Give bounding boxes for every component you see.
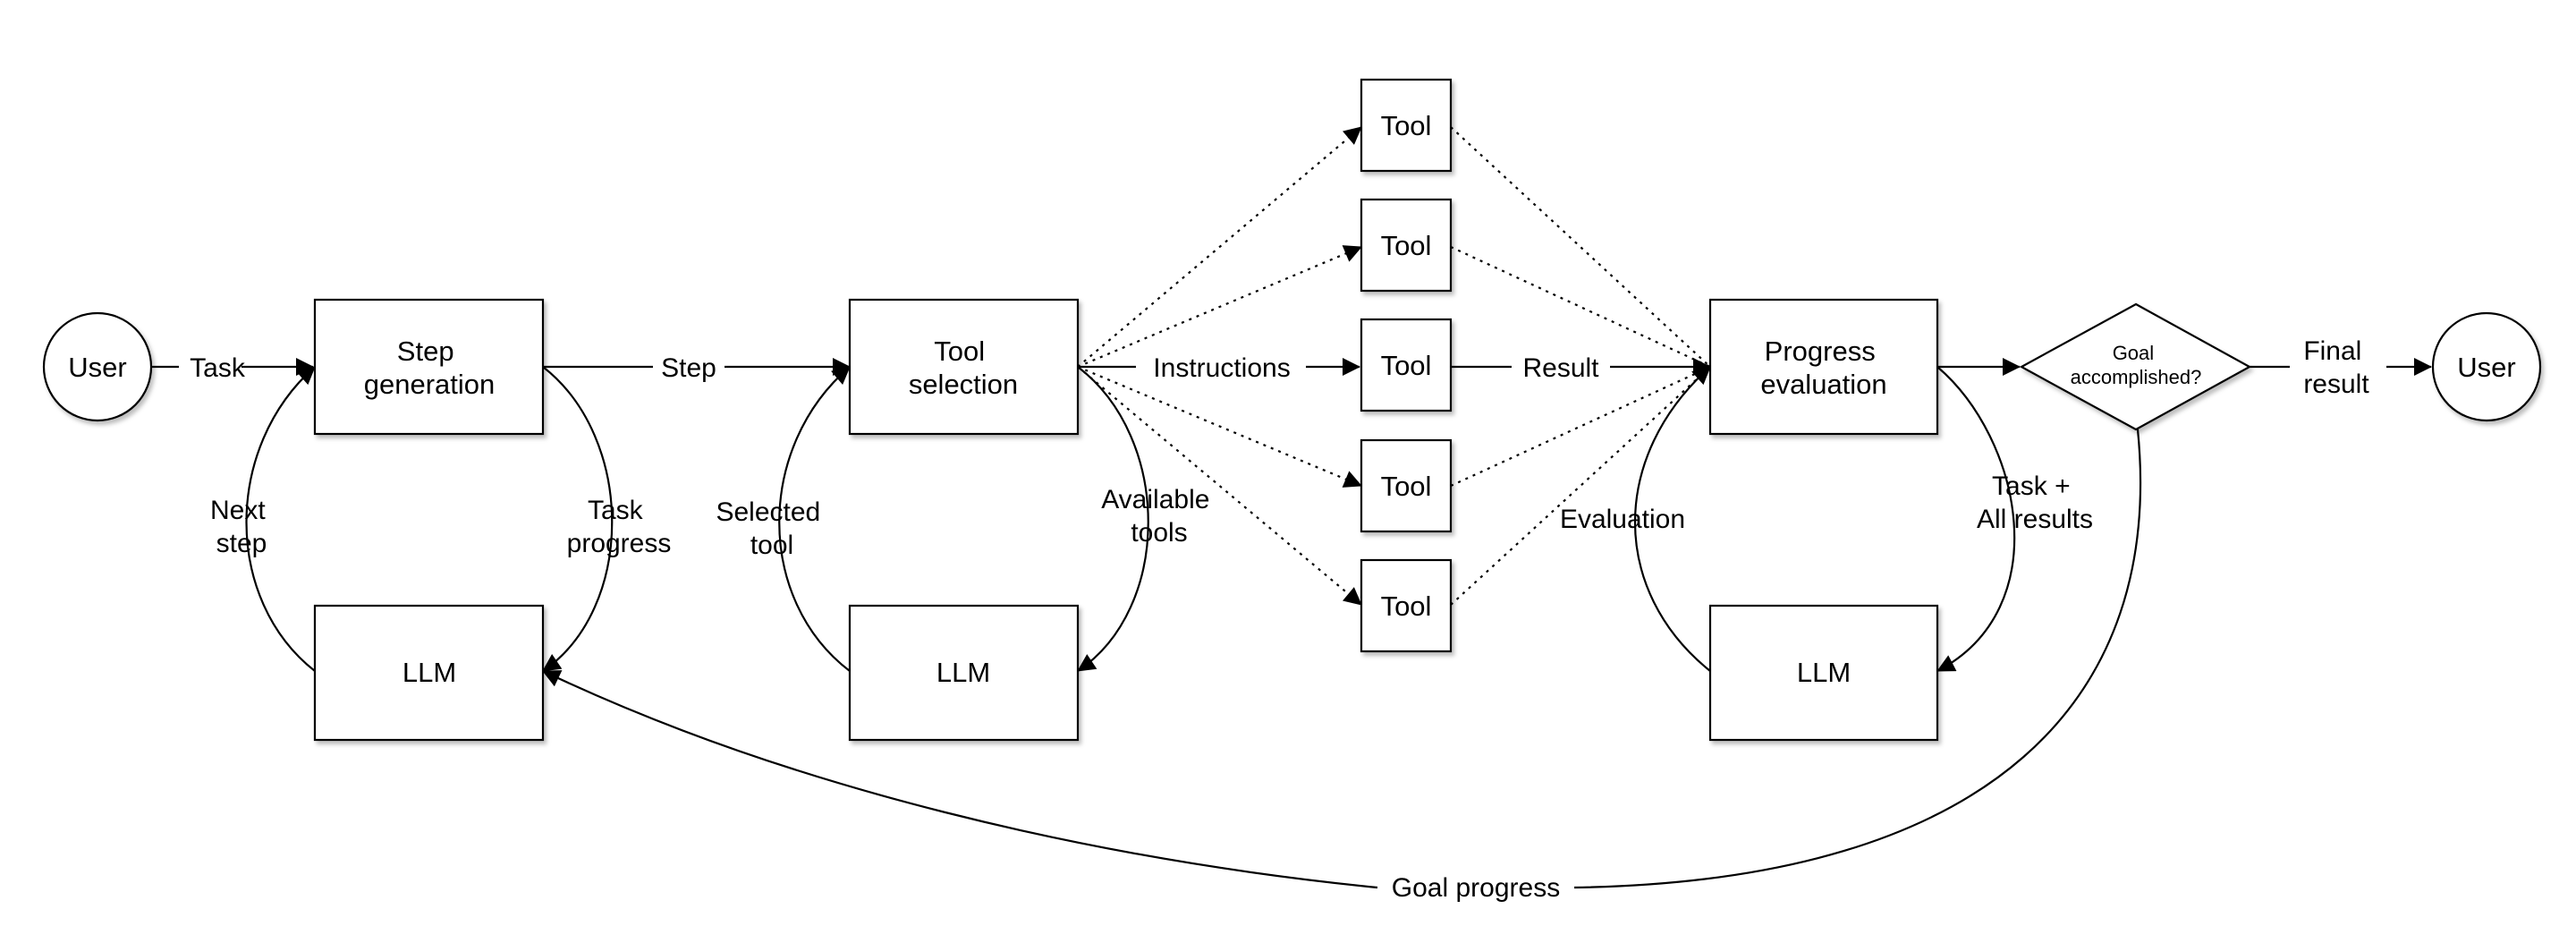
edge-tool-2-in: [1077, 245, 1362, 369]
progress-evaluation-box: [1708, 298, 1939, 436]
step-generation-box: [313, 298, 545, 436]
llm-tool-label: LLM: [936, 657, 990, 688]
user-end-node: [2431, 311, 2542, 422]
tool-box-5: [1360, 558, 1453, 653]
edge-label-task-progress: Task progress: [567, 496, 672, 558]
edge-label-available-tools: Available tools: [1101, 485, 1217, 548]
edge-label-final-result: Final result: [2303, 336, 2369, 399]
llm-step-box: [313, 604, 545, 742]
progress-evaluation-label: Progress evaluation: [1760, 336, 1886, 400]
tool-box-3: [1360, 318, 1453, 412]
tool-label-1: Tool: [1381, 110, 1432, 141]
edge-label-goal-progress: Goal progress: [1392, 873, 1560, 903]
tool-label-4: Tool: [1381, 471, 1432, 502]
tool-selection-box: [848, 298, 1080, 436]
edge-label-instructions: Instructions: [1153, 353, 1290, 383]
edge-tool-1-in: [1077, 126, 1362, 368]
llm-step-label: LLM: [402, 657, 456, 688]
llm-tool-box: [848, 604, 1080, 742]
edge-label-selected-tool: Selected tool: [716, 497, 827, 560]
edge-selected-tool: [778, 366, 851, 672]
edge-label-task: Task: [190, 353, 246, 383]
tool-box-2: [1360, 198, 1453, 293]
llm-eval-label: LLM: [1797, 657, 1851, 688]
edge-task-all-results: [1936, 366, 2016, 672]
edge-label-task-all-results: Task + All results: [1977, 472, 2093, 534]
edge-next-step: [245, 366, 316, 672]
edge-tool-4-in: [1077, 365, 1362, 488]
edge-label-evaluation: Evaluation: [1560, 505, 1685, 534]
user-end-label: User: [2457, 352, 2515, 383]
edge-label-step: Step: [661, 353, 716, 383]
edge-label-result: Result: [1522, 353, 1599, 383]
edge-tool-4-out: [1450, 366, 1711, 487]
edge-tool-1-out: [1450, 126, 1711, 368]
goal-decision-diamond: [2019, 302, 2252, 431]
llm-eval-box: [1708, 604, 1939, 742]
edge-tool-2-out: [1450, 246, 1711, 368]
tool-label-2: Tool: [1381, 230, 1432, 261]
tool-label-5: Tool: [1381, 590, 1432, 622]
tool-label-3: Tool: [1381, 350, 1432, 381]
edge-available-tools: [1077, 366, 1149, 672]
user-start-label: User: [68, 352, 126, 383]
edge-tool-5-in: [1077, 366, 1362, 606]
tool-selection-label: Tool selection: [909, 336, 1018, 400]
edge-goal-progress: [543, 429, 2142, 889]
edge-task-progress: [542, 366, 614, 672]
tool-box-1: [1360, 78, 1453, 173]
step-generation-label: Step generation: [364, 336, 496, 400]
user-start-node: [42, 311, 153, 422]
edge-evaluation: [1633, 366, 1711, 672]
edge-label-next-step: Next step: [210, 496, 273, 558]
edge-tool-5-out: [1450, 366, 1711, 606]
goal-decision-label: Goal accomplished?: [2071, 342, 2202, 388]
tool-box-4: [1360, 438, 1453, 533]
